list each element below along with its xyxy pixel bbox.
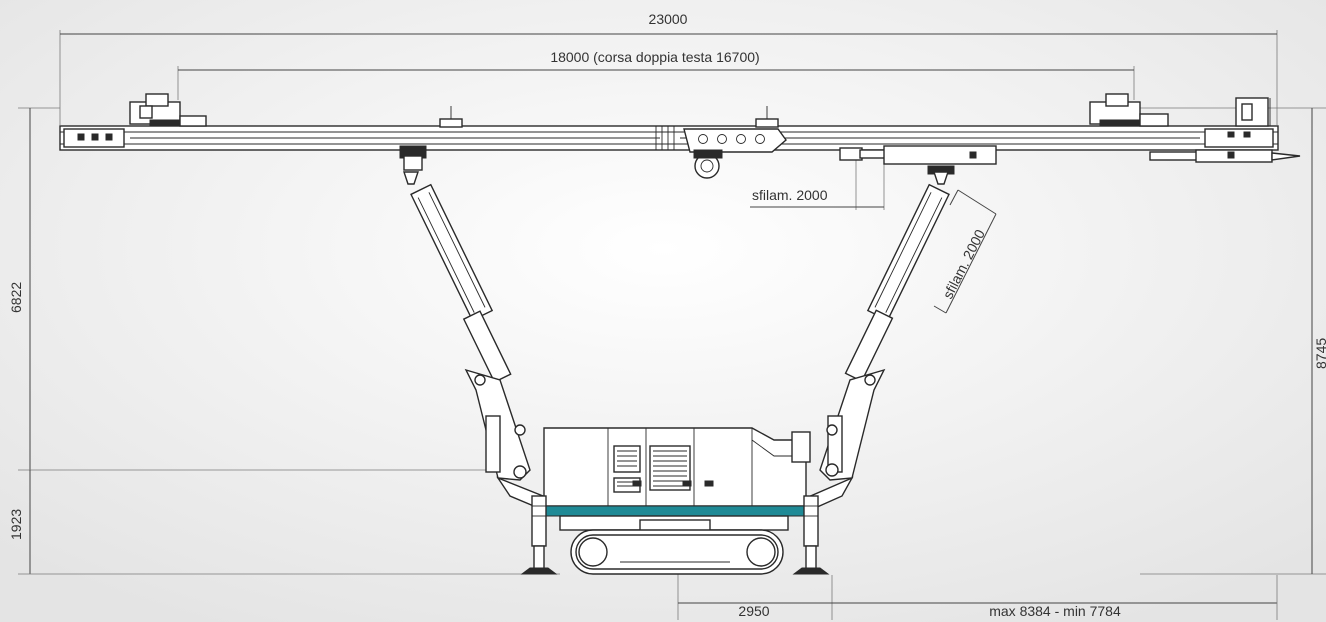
dimension-total-height: 8745: [1140, 107, 1326, 575]
dimension-lower-height: 1923: [8, 470, 560, 575]
dimension-upper-height: 6822: [8, 107, 498, 471]
overall-length-label: 23000: [649, 11, 688, 27]
boom-extension-label: sfilam. 2000: [752, 187, 828, 203]
stroke-label: 18000 (corsa doppia testa 16700): [550, 49, 759, 65]
upper-height-label: 6822: [8, 282, 24, 313]
feed-end-unit: [1235, 97, 1271, 127]
dimension-overall-length: 23000: [59, 11, 1278, 125]
dimension-boom-extension: sfilam. 2000: [750, 160, 885, 210]
reach-label: max 8384 - min 7784: [989, 603, 1121, 619]
boom-extension: [839, 145, 1301, 165]
guide-clamp-1: [439, 106, 463, 128]
accent-band: [543, 505, 807, 517]
drill-head-left: [129, 93, 207, 127]
vent-grille: [613, 445, 691, 493]
crawler-track: [559, 515, 789, 575]
dimension-track-offset: 2950 max 8384 - min 7784: [677, 500, 1278, 620]
dimension-stroke: 18000 (corsa doppia testa 16700): [177, 49, 1135, 100]
feed-beam: [59, 125, 1279, 151]
guide-clamp-2: [755, 106, 779, 128]
outriggers: [520, 495, 830, 575]
total-height-label: 8745: [1313, 338, 1326, 369]
pivot-plate: [683, 128, 787, 179]
track-offset-label: 2950: [738, 603, 769, 619]
lower-height-label: 1923: [8, 509, 24, 540]
carrier-body: [543, 427, 811, 507]
drill-head-right: [1089, 93, 1169, 127]
left-arm: [399, 145, 549, 514]
